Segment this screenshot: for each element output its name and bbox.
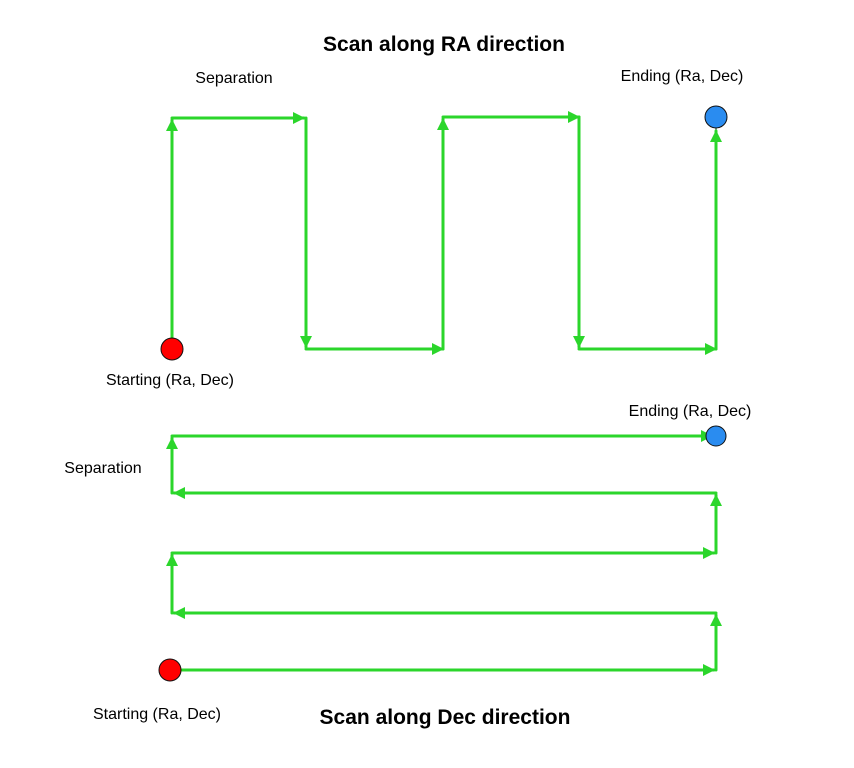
ra-ending-label: Ending (Ra, Dec) <box>621 68 744 85</box>
ra-scan-path <box>166 111 722 355</box>
ra-start-marker <box>160 337 184 361</box>
dec-separation-label: Separation <box>64 460 141 477</box>
dec-start-marker <box>158 658 182 682</box>
ra-separation-label: Separation <box>195 70 272 87</box>
dec-end-marker <box>705 425 727 447</box>
dec-scan-title: Scan along Dec direction <box>320 706 571 729</box>
ra-scan-title: Scan along RA direction <box>323 33 565 56</box>
dec-scan-path <box>166 430 722 676</box>
dec-starting-label: Starting (Ra, Dec) <box>93 706 221 723</box>
dec-ending-label: Ending (Ra, Dec) <box>629 403 752 420</box>
ra-end-marker <box>704 105 728 129</box>
ra-starting-label: Starting (Ra, Dec) <box>106 372 234 389</box>
